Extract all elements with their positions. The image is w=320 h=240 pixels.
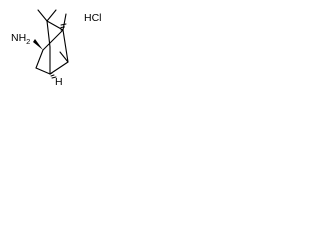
stereo-h-label: H: [55, 76, 63, 88]
amine-label-subscript: 2: [26, 37, 30, 46]
bond-c7-c1: [46, 20, 64, 31]
amine-label-main: NH: [11, 32, 26, 44]
hashed-bond-c4-h: [49, 72, 57, 79]
bond-c2-c3: [35, 49, 44, 69]
bond-c1-c2: [42, 29, 64, 51]
salt-label: HCl: [84, 12, 102, 24]
bond-c3-c4: [35, 67, 51, 75]
bond-c4-c5: [49, 61, 69, 75]
bond-c5-c6: [59, 51, 69, 63]
bond-c7-methyl-right: [46, 9, 57, 22]
amine-label: NH2: [11, 32, 30, 46]
structure-diagram: NH2 H HCl: [11, 9, 102, 88]
bond-c1-c6: [62, 29, 69, 63]
bond-c7-c4: [46, 20, 51, 48]
wedge-bond-c2-n: [33, 39, 43, 50]
bond-c7-methyl-left: [37, 9, 48, 22]
hashed-bond-c1: [60, 23, 67, 31]
